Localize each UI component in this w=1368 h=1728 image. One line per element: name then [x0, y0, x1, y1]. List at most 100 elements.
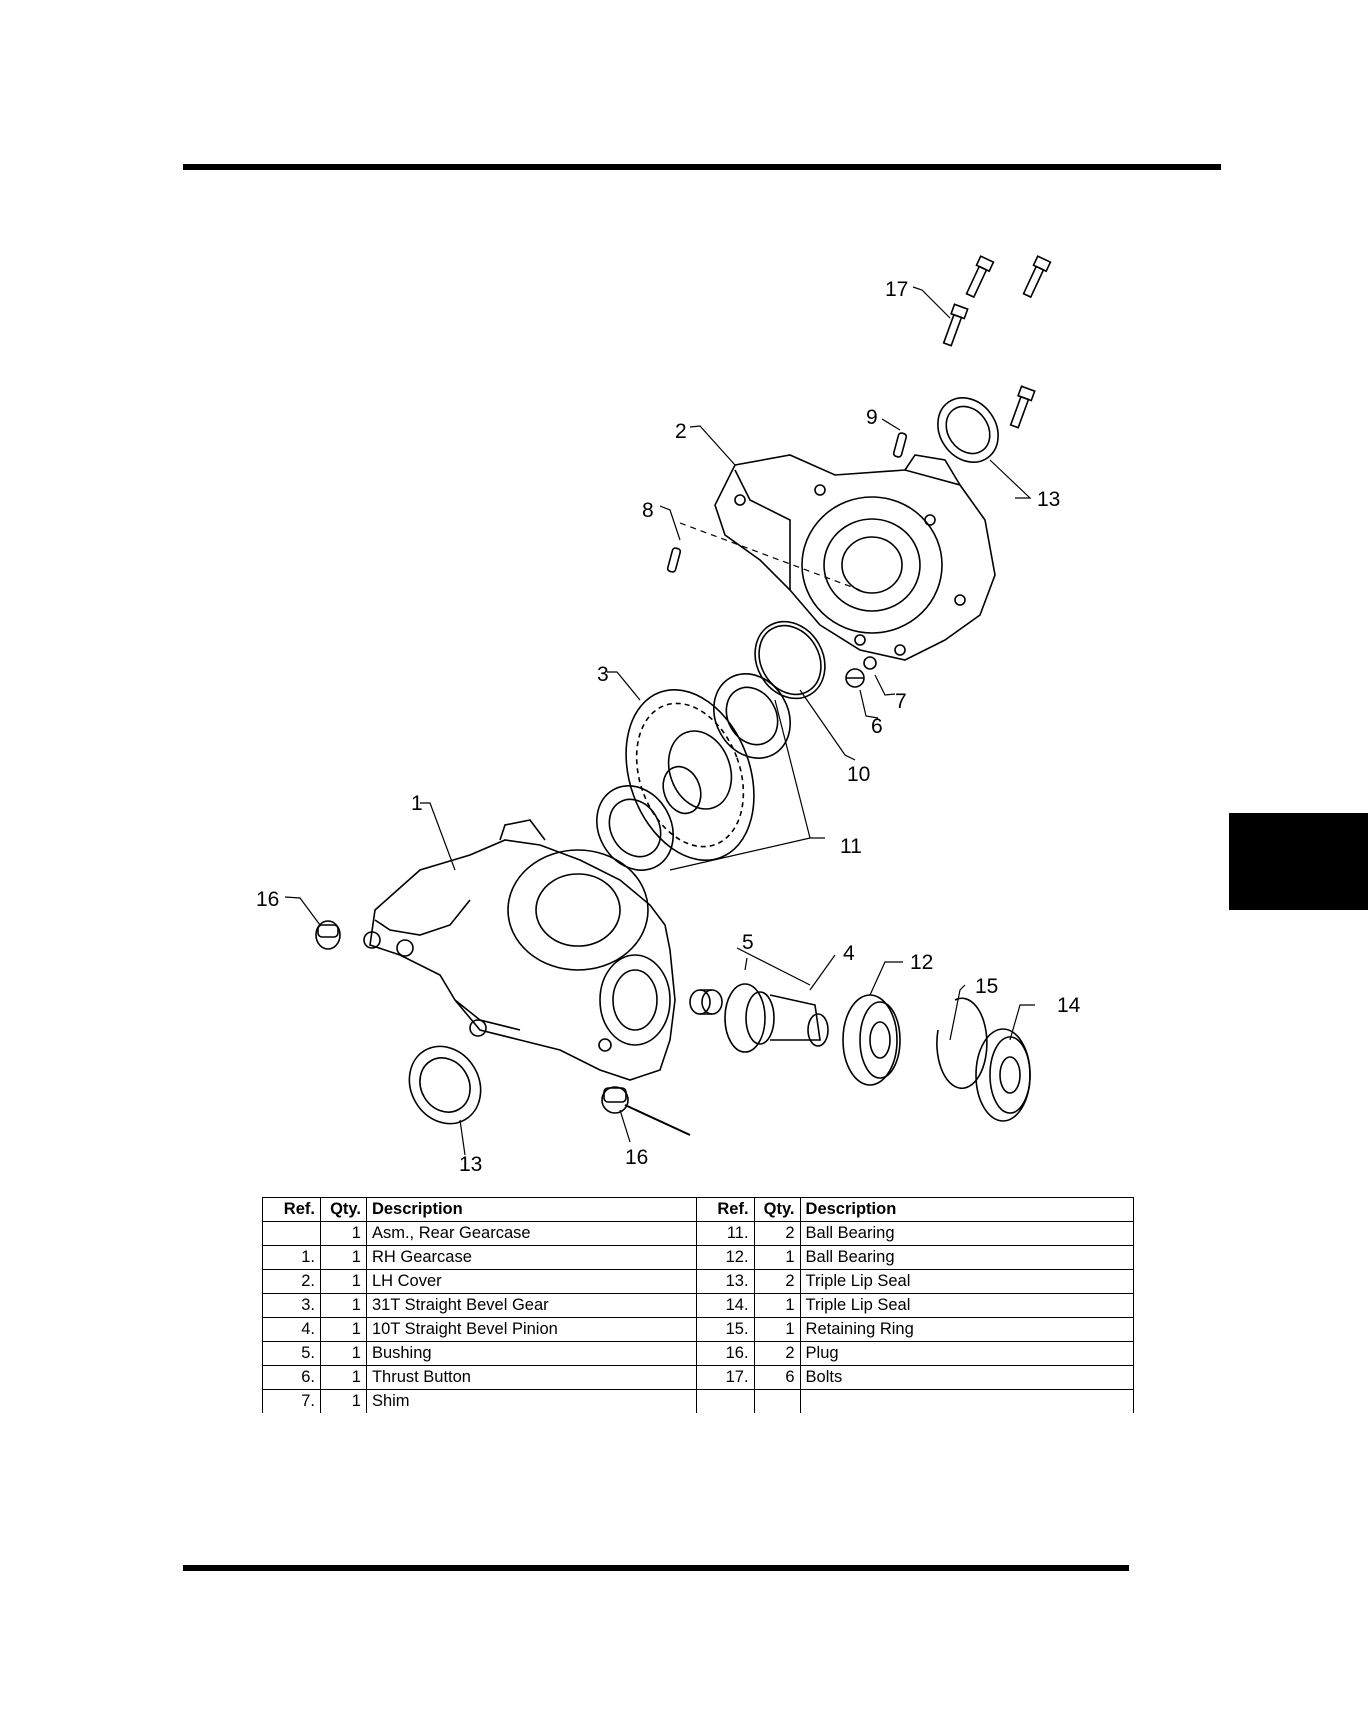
table-row: 2. 1 LH Cover 13. 2 Triple Lip Seal	[262, 1269, 1135, 1294]
shim-ring-10	[754, 620, 826, 700]
cell-description: Thrust Button	[365, 1365, 697, 1390]
seal-13-top	[937, 397, 999, 463]
callout-numbers: 17 9 2 13 8 3 7 6 10 1 11 16 5 4 12 15 1…	[256, 278, 1081, 1176]
table-row: 3. 1 31T Straight Bevel Gear 14. 1 Tripl…	[262, 1293, 1135, 1318]
header-ref-right: Ref.	[695, 1197, 755, 1222]
cell-ref: 11.	[695, 1221, 755, 1246]
cell-ref: 1.	[262, 1245, 321, 1270]
table-header-row: Ref. Qty. Description Ref. Qty. Descript…	[262, 1197, 1135, 1222]
cell-ref: 5.	[262, 1341, 321, 1366]
cell-description: Asm., Rear Gearcase	[365, 1221, 697, 1246]
seal-13-lower	[408, 1045, 482, 1125]
cell-description: Bushing	[365, 1341, 697, 1366]
cell-description: 10T Straight Bevel Pinion	[365, 1317, 697, 1342]
table-row: 4. 1 10T Straight Bevel Pinion 15. 1 Ret…	[262, 1317, 1135, 1342]
callout-13-top: 13	[1037, 488, 1060, 511]
thrust-button-6	[845, 668, 865, 688]
cell-qty: 2	[753, 1341, 801, 1366]
callout-7: 7	[895, 690, 907, 713]
cell-qty: 1	[753, 1293, 801, 1318]
cell-ref	[262, 1221, 321, 1246]
table-row: 1. 1 RH Gearcase 12. 1 Ball Bearing	[262, 1245, 1135, 1270]
cell-description: Ball Bearing	[799, 1245, 1135, 1270]
cell-ref: 2.	[262, 1269, 321, 1294]
cell-qty: 2	[753, 1269, 801, 1294]
bearing-11-lower	[596, 785, 674, 871]
cell-ref: 13.	[695, 1269, 755, 1294]
plug-16-left	[315, 920, 341, 950]
table-row: 7. 1 Shim	[262, 1389, 1135, 1413]
callout-16-left: 16	[256, 888, 279, 911]
header-description-right: Description	[799, 1197, 1135, 1222]
callout-5: 5	[742, 931, 754, 954]
callout-6: 6	[871, 715, 883, 738]
cell-ref: 3.	[262, 1293, 321, 1318]
cell-qty: 1	[319, 1365, 367, 1390]
cell-description: Ball Bearing	[799, 1221, 1135, 1246]
footer-rule	[183, 1565, 1129, 1571]
callout-2: 2	[675, 420, 687, 443]
cell-description: Triple Lip Seal	[799, 1293, 1135, 1318]
cell-description: Triple Lip Seal	[799, 1269, 1135, 1294]
cell-ref: 4.	[262, 1317, 321, 1342]
header-rule	[183, 164, 1221, 170]
table-row: 1 Asm., Rear Gearcase 11. 2 Ball Bearing	[262, 1221, 1135, 1246]
callout-13-lower: 13	[459, 1153, 482, 1176]
cell-qty: 1	[319, 1341, 367, 1366]
bearing-12	[842, 994, 901, 1086]
callout-12: 12	[910, 951, 933, 974]
cell-qty: 1	[753, 1317, 801, 1342]
table-row: 6. 1 Thrust Button 17. 6 Bolts	[262, 1365, 1135, 1390]
cell-qty: 2	[753, 1221, 801, 1246]
cell-description: Plug	[799, 1341, 1135, 1366]
cell-description	[799, 1389, 1135, 1413]
cell-description: Shim	[365, 1389, 697, 1413]
callout-3: 3	[597, 663, 609, 686]
cell-description: Bolts	[799, 1365, 1135, 1390]
plug-16-lower	[601, 1086, 629, 1114]
cell-description: LH Cover	[365, 1269, 697, 1294]
cell-qty: 1	[319, 1221, 367, 1246]
table-row: 5. 1 Bushing 16. 2 Plug	[262, 1341, 1135, 1366]
shim-7	[863, 656, 877, 670]
pinion-4	[724, 983, 829, 1053]
retaining-ring-15	[936, 997, 988, 1090]
callout-1: 1	[411, 792, 423, 815]
bolt-group	[942, 255, 1052, 429]
parts-list-table: Ref. Qty. Description Ref. Qty. Descript…	[262, 1197, 1135, 1413]
cell-qty: 1	[319, 1389, 367, 1413]
callout-17: 17	[885, 278, 908, 301]
cell-qty: 1	[319, 1317, 367, 1342]
cell-qty: 1	[753, 1245, 801, 1270]
bearing-11-upper	[713, 673, 791, 759]
header-description-left: Description	[365, 1197, 697, 1222]
dowel-pin-9	[892, 432, 908, 458]
bushing-5	[689, 989, 723, 1015]
header-ref-left: Ref.	[262, 1197, 321, 1222]
cell-description: Retaining Ring	[799, 1317, 1135, 1342]
callout-9: 9	[866, 406, 878, 429]
cell-qty: 1	[319, 1293, 367, 1318]
cell-qty: 1	[319, 1269, 367, 1294]
cell-description: 31T Straight Bevel Gear	[365, 1293, 697, 1318]
dowel-pin-8	[666, 547, 682, 573]
chapter-tab	[1229, 813, 1368, 910]
header-qty-left: Qty.	[319, 1197, 367, 1222]
cell-description: RH Gearcase	[365, 1245, 697, 1270]
cell-ref: 14.	[695, 1293, 755, 1318]
callout-4: 4	[843, 942, 855, 965]
cell-ref: 12.	[695, 1245, 755, 1270]
seal-14	[975, 1028, 1031, 1122]
bevel-gear-3	[625, 688, 755, 862]
callout-14: 14	[1057, 994, 1081, 1017]
cell-qty: 6	[753, 1365, 801, 1390]
cell-ref	[695, 1389, 755, 1413]
cell-qty	[753, 1389, 801, 1413]
cell-qty: 1	[319, 1245, 367, 1270]
cell-ref: 15.	[695, 1317, 755, 1342]
header-qty-right: Qty.	[753, 1197, 801, 1222]
cell-ref: 7.	[262, 1389, 321, 1413]
callout-11: 11	[840, 835, 862, 858]
cell-ref: 17.	[695, 1365, 755, 1390]
